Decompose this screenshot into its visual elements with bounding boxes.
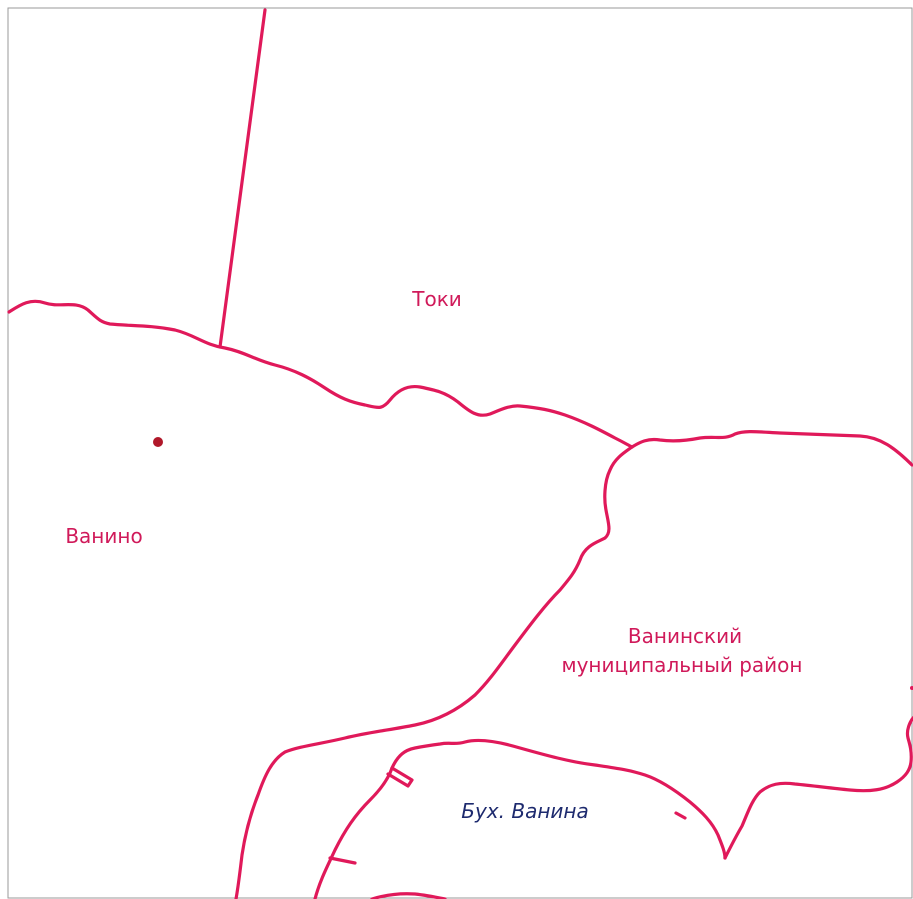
bottom-coastline bbox=[370, 892, 447, 899]
pier-north bbox=[386, 766, 414, 788]
bay-coastline bbox=[313, 738, 727, 899]
label-vanino: Ванино bbox=[65, 524, 142, 548]
label-bay: Бух. Ванина bbox=[461, 799, 589, 823]
label-district-line2: муниципальный район bbox=[562, 653, 803, 677]
district-east-coast bbox=[723, 716, 913, 860]
boundary-toki-west bbox=[218, 8, 267, 349]
pier-south bbox=[328, 856, 357, 865]
settlement-dot-icon[interactable] bbox=[153, 437, 163, 447]
boundary-toki-vanino bbox=[7, 299, 634, 449]
label-toki: Токи bbox=[411, 287, 462, 311]
edge-mark-icon bbox=[910, 686, 913, 690]
boundary-district-north bbox=[630, 430, 913, 467]
pier-east bbox=[674, 811, 687, 820]
boundary-vanino-district bbox=[234, 445, 634, 899]
map-border bbox=[7, 7, 913, 899]
label-district-line1: Ванинский bbox=[628, 624, 742, 648]
